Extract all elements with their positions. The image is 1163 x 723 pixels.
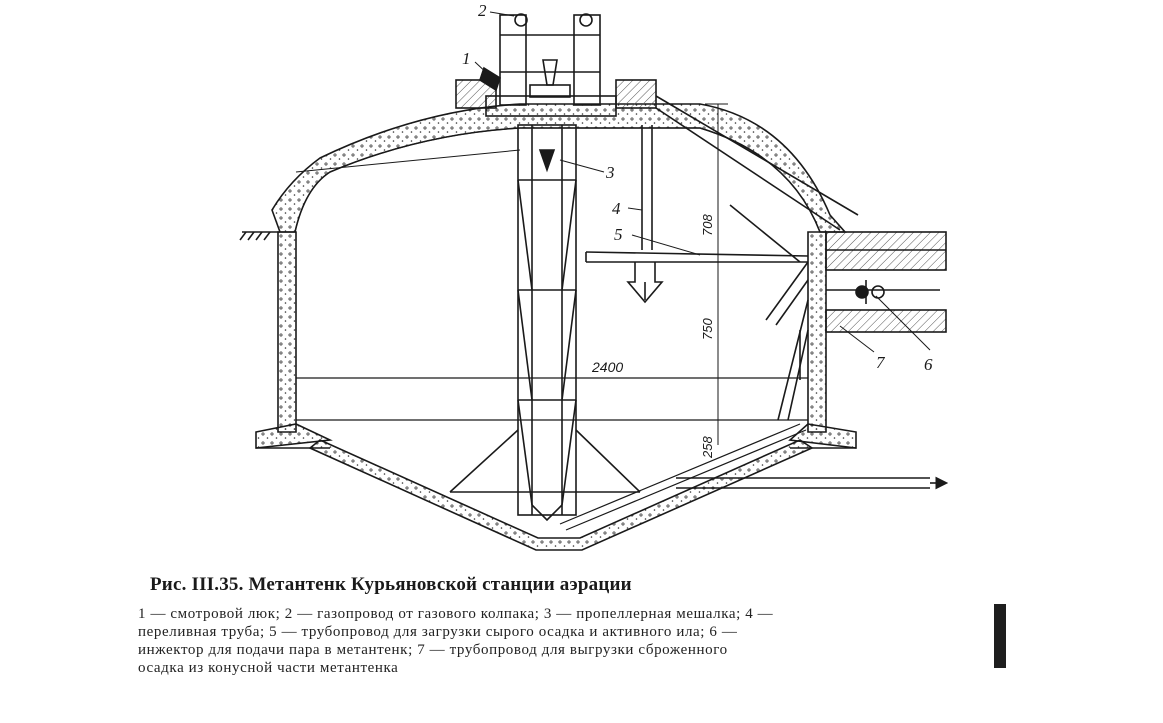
overflow-pipe xyxy=(641,125,653,250)
dim-708: 708 xyxy=(700,214,715,236)
dome-shell xyxy=(271,103,847,233)
figure-caption-title: Рис. III.35. Метантенк Курьяновской стан… xyxy=(150,574,632,595)
label-2: 2 xyxy=(478,1,487,20)
leader-lines xyxy=(474,11,931,353)
label-4: 4 xyxy=(612,199,621,218)
left-wall xyxy=(277,231,297,433)
dim-750: 750 xyxy=(700,318,715,340)
loading-pipe xyxy=(585,251,809,304)
metantenk-diagram: 2 1 3 4 5 6 7 708 750 258 2400 xyxy=(239,1,949,551)
central-shaft xyxy=(517,124,577,522)
dim-258: 258 xyxy=(700,436,715,459)
dimension-lines xyxy=(296,103,728,445)
dim-2400: 2400 xyxy=(591,359,623,375)
label-6: 6 xyxy=(924,355,933,374)
label-5: 5 xyxy=(614,225,623,244)
conical-bottom xyxy=(308,439,814,551)
top-superstructure xyxy=(455,13,859,231)
ground-left xyxy=(239,231,280,241)
label-1: 1 xyxy=(462,49,471,68)
legend-line: 1 — смотровой люк; 2 — газопровод от газ… xyxy=(138,606,774,622)
label-7: 7 xyxy=(876,353,886,372)
right-wall xyxy=(807,231,827,433)
external-pipes xyxy=(825,231,947,333)
label-3: 3 xyxy=(605,163,615,182)
unloading-pipe xyxy=(676,476,949,490)
legend-line: осадка из конусной части метантенка xyxy=(138,660,399,676)
legend-line: переливная труба; 5 — трубопровод для за… xyxy=(138,624,738,640)
scan-edge-mark xyxy=(994,604,1006,668)
legend-line: инжектор для подачи пара в метантенк; 7 … xyxy=(138,642,728,658)
